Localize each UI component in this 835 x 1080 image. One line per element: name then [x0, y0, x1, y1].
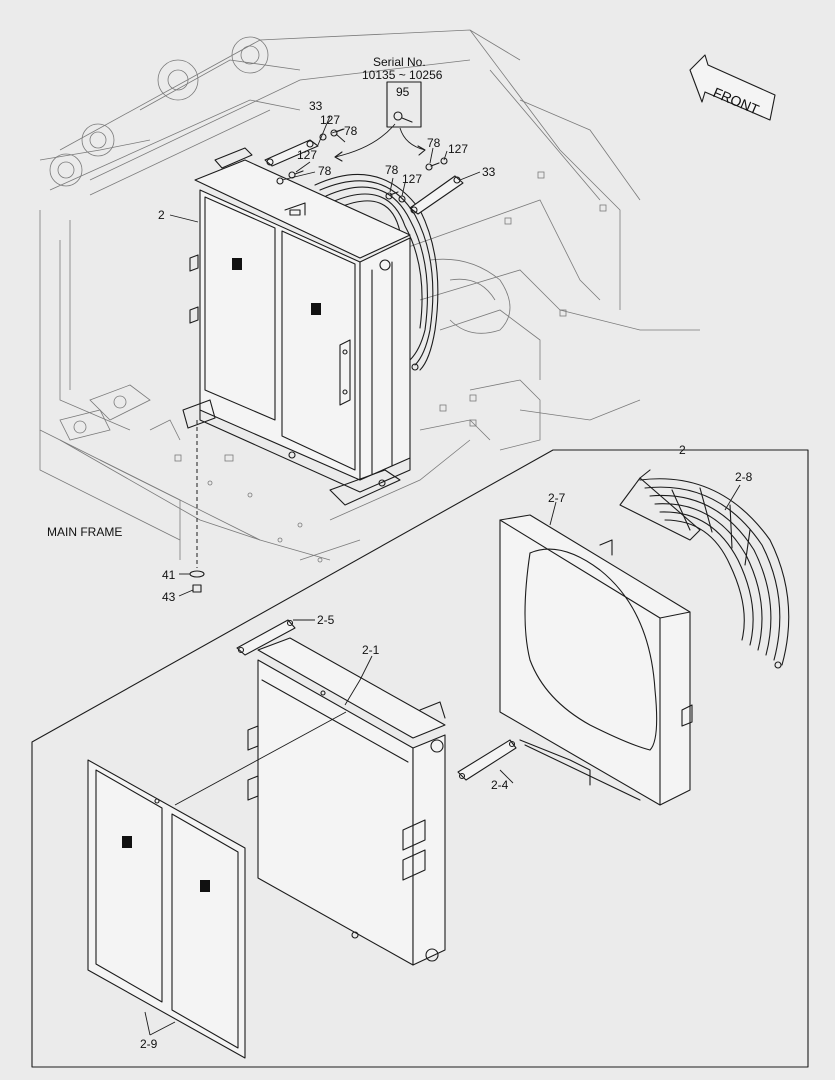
callout-33-left: 33: [309, 99, 323, 113]
callout-41: 41: [162, 568, 176, 582]
serial-title: Serial No.: [373, 55, 426, 69]
exploded-view-frame: [31, 449, 809, 1068]
radiator-assembly: [182, 147, 439, 506]
callout-78-lower: 78: [318, 164, 332, 178]
serial-box: [386, 81, 422, 128]
main-frame-drawing: [39, 29, 700, 563]
callout-2-4: 2-4: [491, 778, 509, 792]
leader-lines: [144, 115, 741, 1036]
callout-95: 95: [396, 85, 410, 99]
part-2-9-screen: [87, 759, 246, 1059]
callout-2: 2: [158, 208, 165, 222]
callout-2-9: 2-9: [140, 1037, 158, 1051]
callout-78-right: 78: [427, 136, 441, 150]
callout-2-1: 2-1: [362, 643, 380, 657]
front-arrow: [689, 54, 776, 121]
callout-2-5: 2-5: [317, 613, 335, 627]
callout-78-right-lower: 78: [385, 163, 399, 177]
callout-127-lower: 127: [297, 148, 317, 162]
serial-range: 10135 ~ 10256: [362, 68, 443, 82]
part-2-8-fan-guard: [619, 469, 790, 669]
callout-labels: Serial No. 10135 ~ 10256 95 33 127 78 12…: [47, 55, 762, 1051]
callout-33-right: 33: [482, 165, 496, 179]
callout-2-7: 2-7: [548, 491, 566, 505]
callout-2-8: 2-8: [735, 470, 753, 484]
callout-43: 43: [162, 590, 176, 604]
callout-78-left: 78: [344, 124, 358, 138]
callout-2-box: 2: [679, 443, 686, 457]
callout-127-right: 127: [448, 142, 468, 156]
bolt-43: [192, 584, 202, 593]
part-2-1-radiator-core: [247, 637, 446, 966]
callout-127-right-lower: 127: [402, 172, 422, 186]
part-2-4-bracket: [457, 739, 517, 781]
washer-41: [189, 570, 205, 578]
callout-127-left: 127: [320, 113, 340, 127]
part-2-7-shroud: [499, 514, 693, 806]
mount-brackets: [264, 81, 464, 215]
main-frame-label: MAIN FRAME: [47, 525, 122, 539]
